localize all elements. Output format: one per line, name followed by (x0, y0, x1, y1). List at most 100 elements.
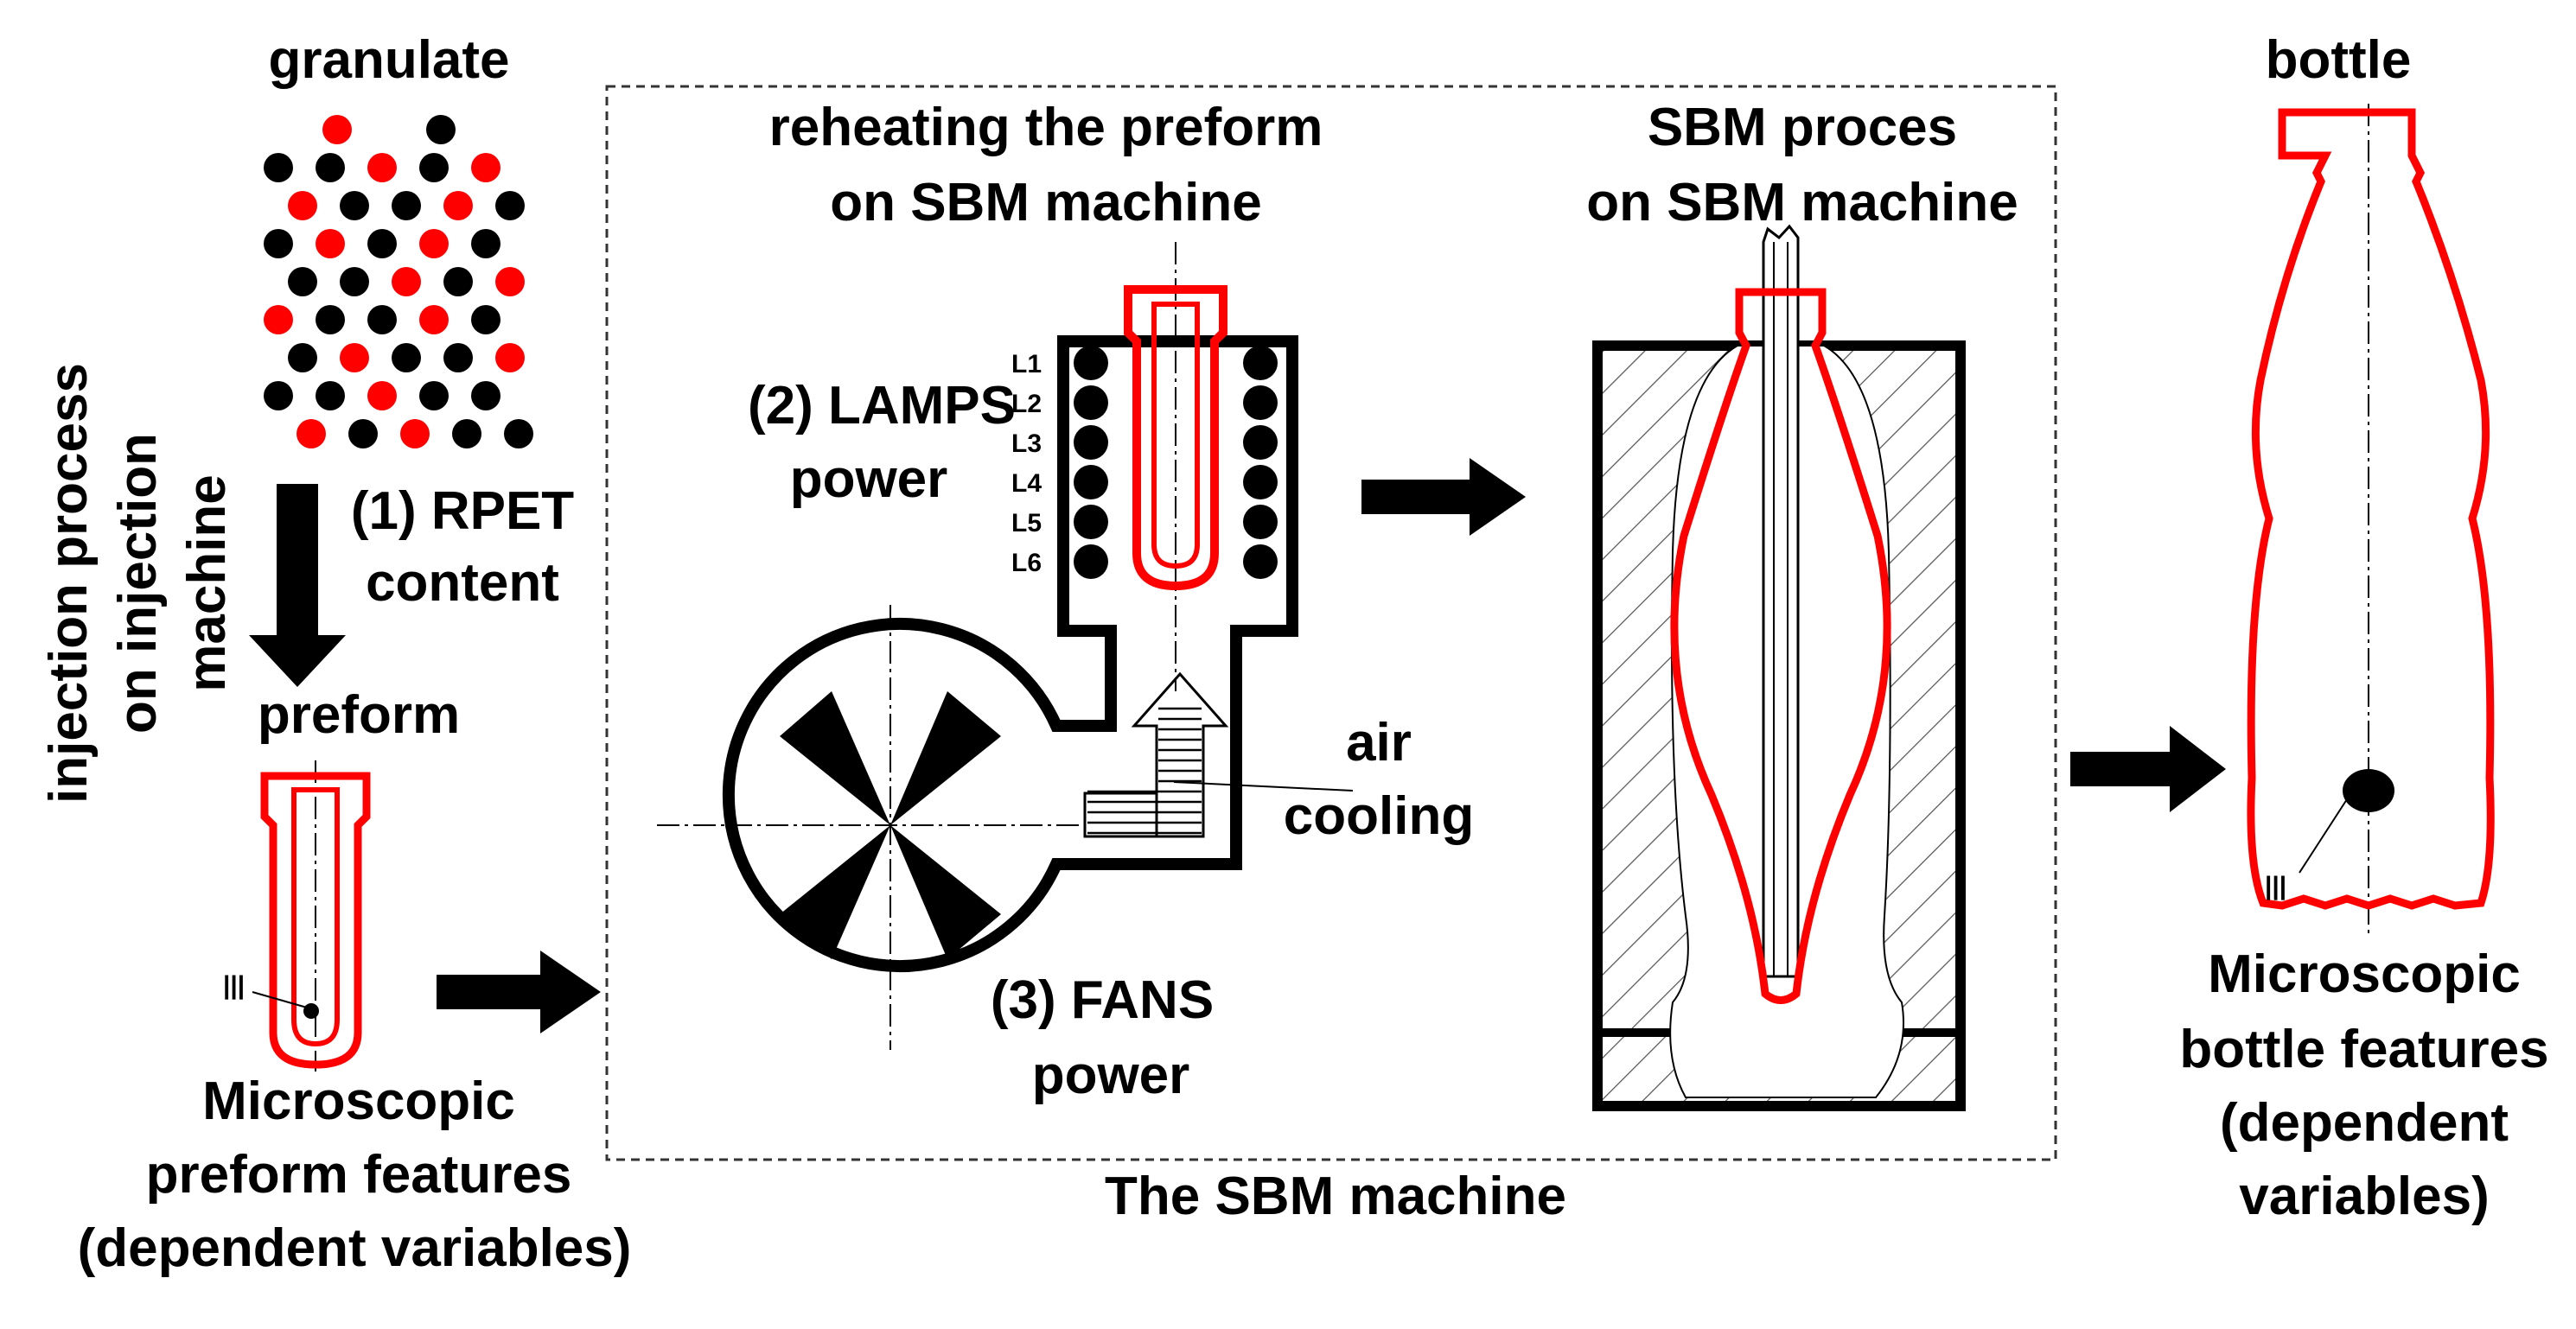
arrow-to-mould (1361, 458, 1526, 536)
granule-black (426, 115, 456, 144)
granule-red (471, 153, 501, 182)
arrow-to-bottle (2070, 726, 2226, 812)
lamps-label-line2: power (790, 449, 948, 509)
granule-black (316, 305, 345, 334)
lamp-label: L5 (1011, 509, 1042, 537)
granule-black (348, 419, 378, 448)
lamp-right (1243, 346, 1278, 380)
lamp-label: L3 (1011, 429, 1042, 458)
preform-features-line1: Microscopic (202, 1071, 515, 1131)
air-label-line1: air (1346, 713, 1412, 773)
granule-black (419, 153, 449, 182)
granule-black (264, 229, 293, 258)
granule-black (471, 305, 501, 334)
bottle-features-line2: bottle features (2179, 1020, 2548, 1079)
rpet-label-line2: content (366, 553, 559, 613)
preform-scale-mark: ||| (223, 971, 245, 1000)
bottle-label: bottle (2266, 30, 2412, 90)
granule-black (392, 191, 421, 220)
granule-black (452, 419, 481, 448)
granule-red (367, 153, 397, 182)
granule-black (471, 229, 501, 258)
lamp-left (1074, 385, 1108, 420)
lamp-label: L1 (1011, 350, 1042, 378)
lamp-left (1074, 505, 1108, 539)
granule-black (443, 343, 473, 372)
granulate-pellets (264, 115, 533, 448)
sbm-machine-frame (605, 85, 2057, 1161)
granule-red (367, 381, 397, 410)
injection-label-line2: on injection (108, 433, 168, 734)
granule-black (316, 381, 345, 410)
injection-arrow (249, 484, 346, 687)
granule-red (419, 305, 449, 334)
lamp-right (1243, 505, 1278, 539)
bottle-features-line3: (dependent (2220, 1093, 2509, 1153)
lamp-left (1074, 346, 1108, 380)
granule-red (316, 229, 345, 258)
granule-black (288, 343, 317, 372)
lamp-label: L4 (1011, 469, 1042, 498)
sbm-label-line2: on SBM machine (1586, 173, 2018, 232)
granule-red (495, 343, 525, 372)
bottle-features-line1: Microscopic (2208, 944, 2521, 1004)
lamp-right (1243, 385, 1278, 420)
granule-red (322, 115, 352, 144)
granule-black (419, 381, 449, 410)
granule-red (340, 343, 369, 372)
granule-black (367, 305, 397, 334)
granule-black (392, 343, 421, 372)
bottle-features-line4: variables) (2239, 1167, 2490, 1226)
granule-red (443, 191, 473, 220)
lamps-label-line1: (2) LAMPS (748, 376, 1016, 436)
preform-shape: ||| (223, 760, 371, 1071)
bottle-scale-mark: ||| (2265, 872, 2286, 900)
lamp-left (1074, 544, 1108, 579)
lamp-left (1074, 465, 1108, 499)
granule-black (316, 153, 345, 182)
preform-in-oven (1124, 285, 1227, 591)
granulate-label: granulate (268, 30, 509, 90)
granule-red (400, 419, 430, 448)
lamps-left-row (1074, 346, 1108, 579)
granule-red (419, 229, 449, 258)
lamp-label: L2 (1011, 390, 1042, 418)
sbm-label-line1: SBM proces (1648, 98, 1957, 157)
air-cooling-arrow (1083, 671, 1354, 838)
granule-black (288, 267, 317, 296)
arrow-to-machine (437, 951, 601, 1033)
granule-black (264, 381, 293, 410)
granule-black (340, 191, 369, 220)
bottle-shape: ||| (2247, 104, 2495, 933)
injection-label: injection process on injection machine (39, 363, 237, 804)
granule-red (288, 191, 317, 220)
granule-black (471, 381, 501, 410)
machine-label: The SBM machine (1105, 1167, 1566, 1226)
lamp-right (1243, 425, 1278, 460)
granule-black (264, 153, 293, 182)
preform-features-line2: preform features (146, 1145, 572, 1205)
reheat-label-line1: reheating the preform (769, 98, 1323, 157)
granule-black (340, 267, 369, 296)
preform-label: preform (258, 685, 460, 745)
granule-red (264, 305, 293, 334)
lamp-label: L6 (1011, 549, 1042, 577)
lamp-left (1074, 425, 1108, 460)
granule-red (296, 419, 326, 448)
air-label-line2: cooling (1284, 786, 1474, 846)
fans-label-line1: (3) FANS (991, 970, 1214, 1030)
fans-label-line2: power (1032, 1046, 1190, 1105)
rpet-label-line1: (1) RPET (351, 481, 574, 541)
fan-icon (780, 691, 1001, 959)
lamps-right-row (1243, 346, 1278, 579)
granule-black (367, 229, 397, 258)
blow-mould (1592, 224, 1966, 1111)
reheat-label-line2: on SBM machine (830, 173, 1262, 232)
granule-red (392, 267, 421, 296)
injection-label-line1: injection process (39, 363, 99, 804)
granule-black (443, 267, 473, 296)
injection-label-line3: machine (177, 474, 237, 692)
lamp-right (1243, 465, 1278, 499)
